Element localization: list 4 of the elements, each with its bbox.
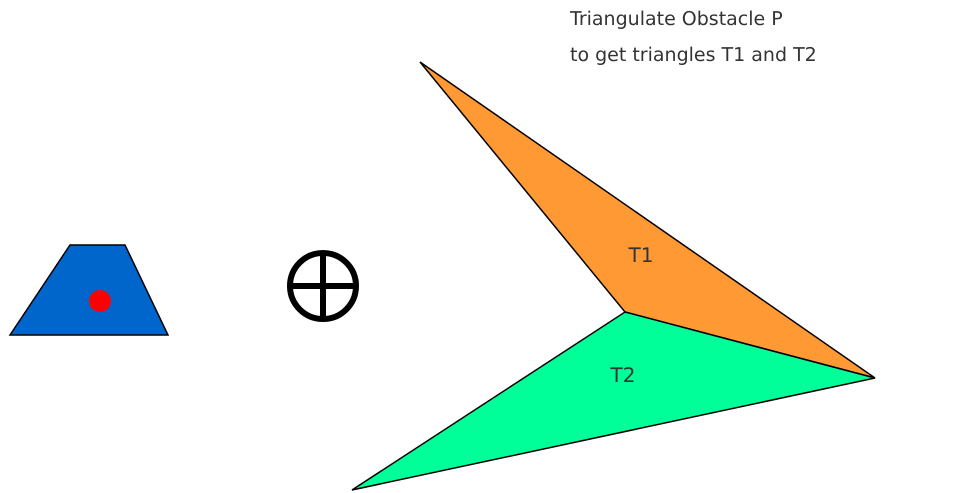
note-text: to get triangles T1 and T2 [570,44,817,66]
note-text: Triangulate Obstacle P [570,8,783,30]
triangle-label: T1 [628,243,654,267]
triangle-label: T2 [610,363,636,387]
